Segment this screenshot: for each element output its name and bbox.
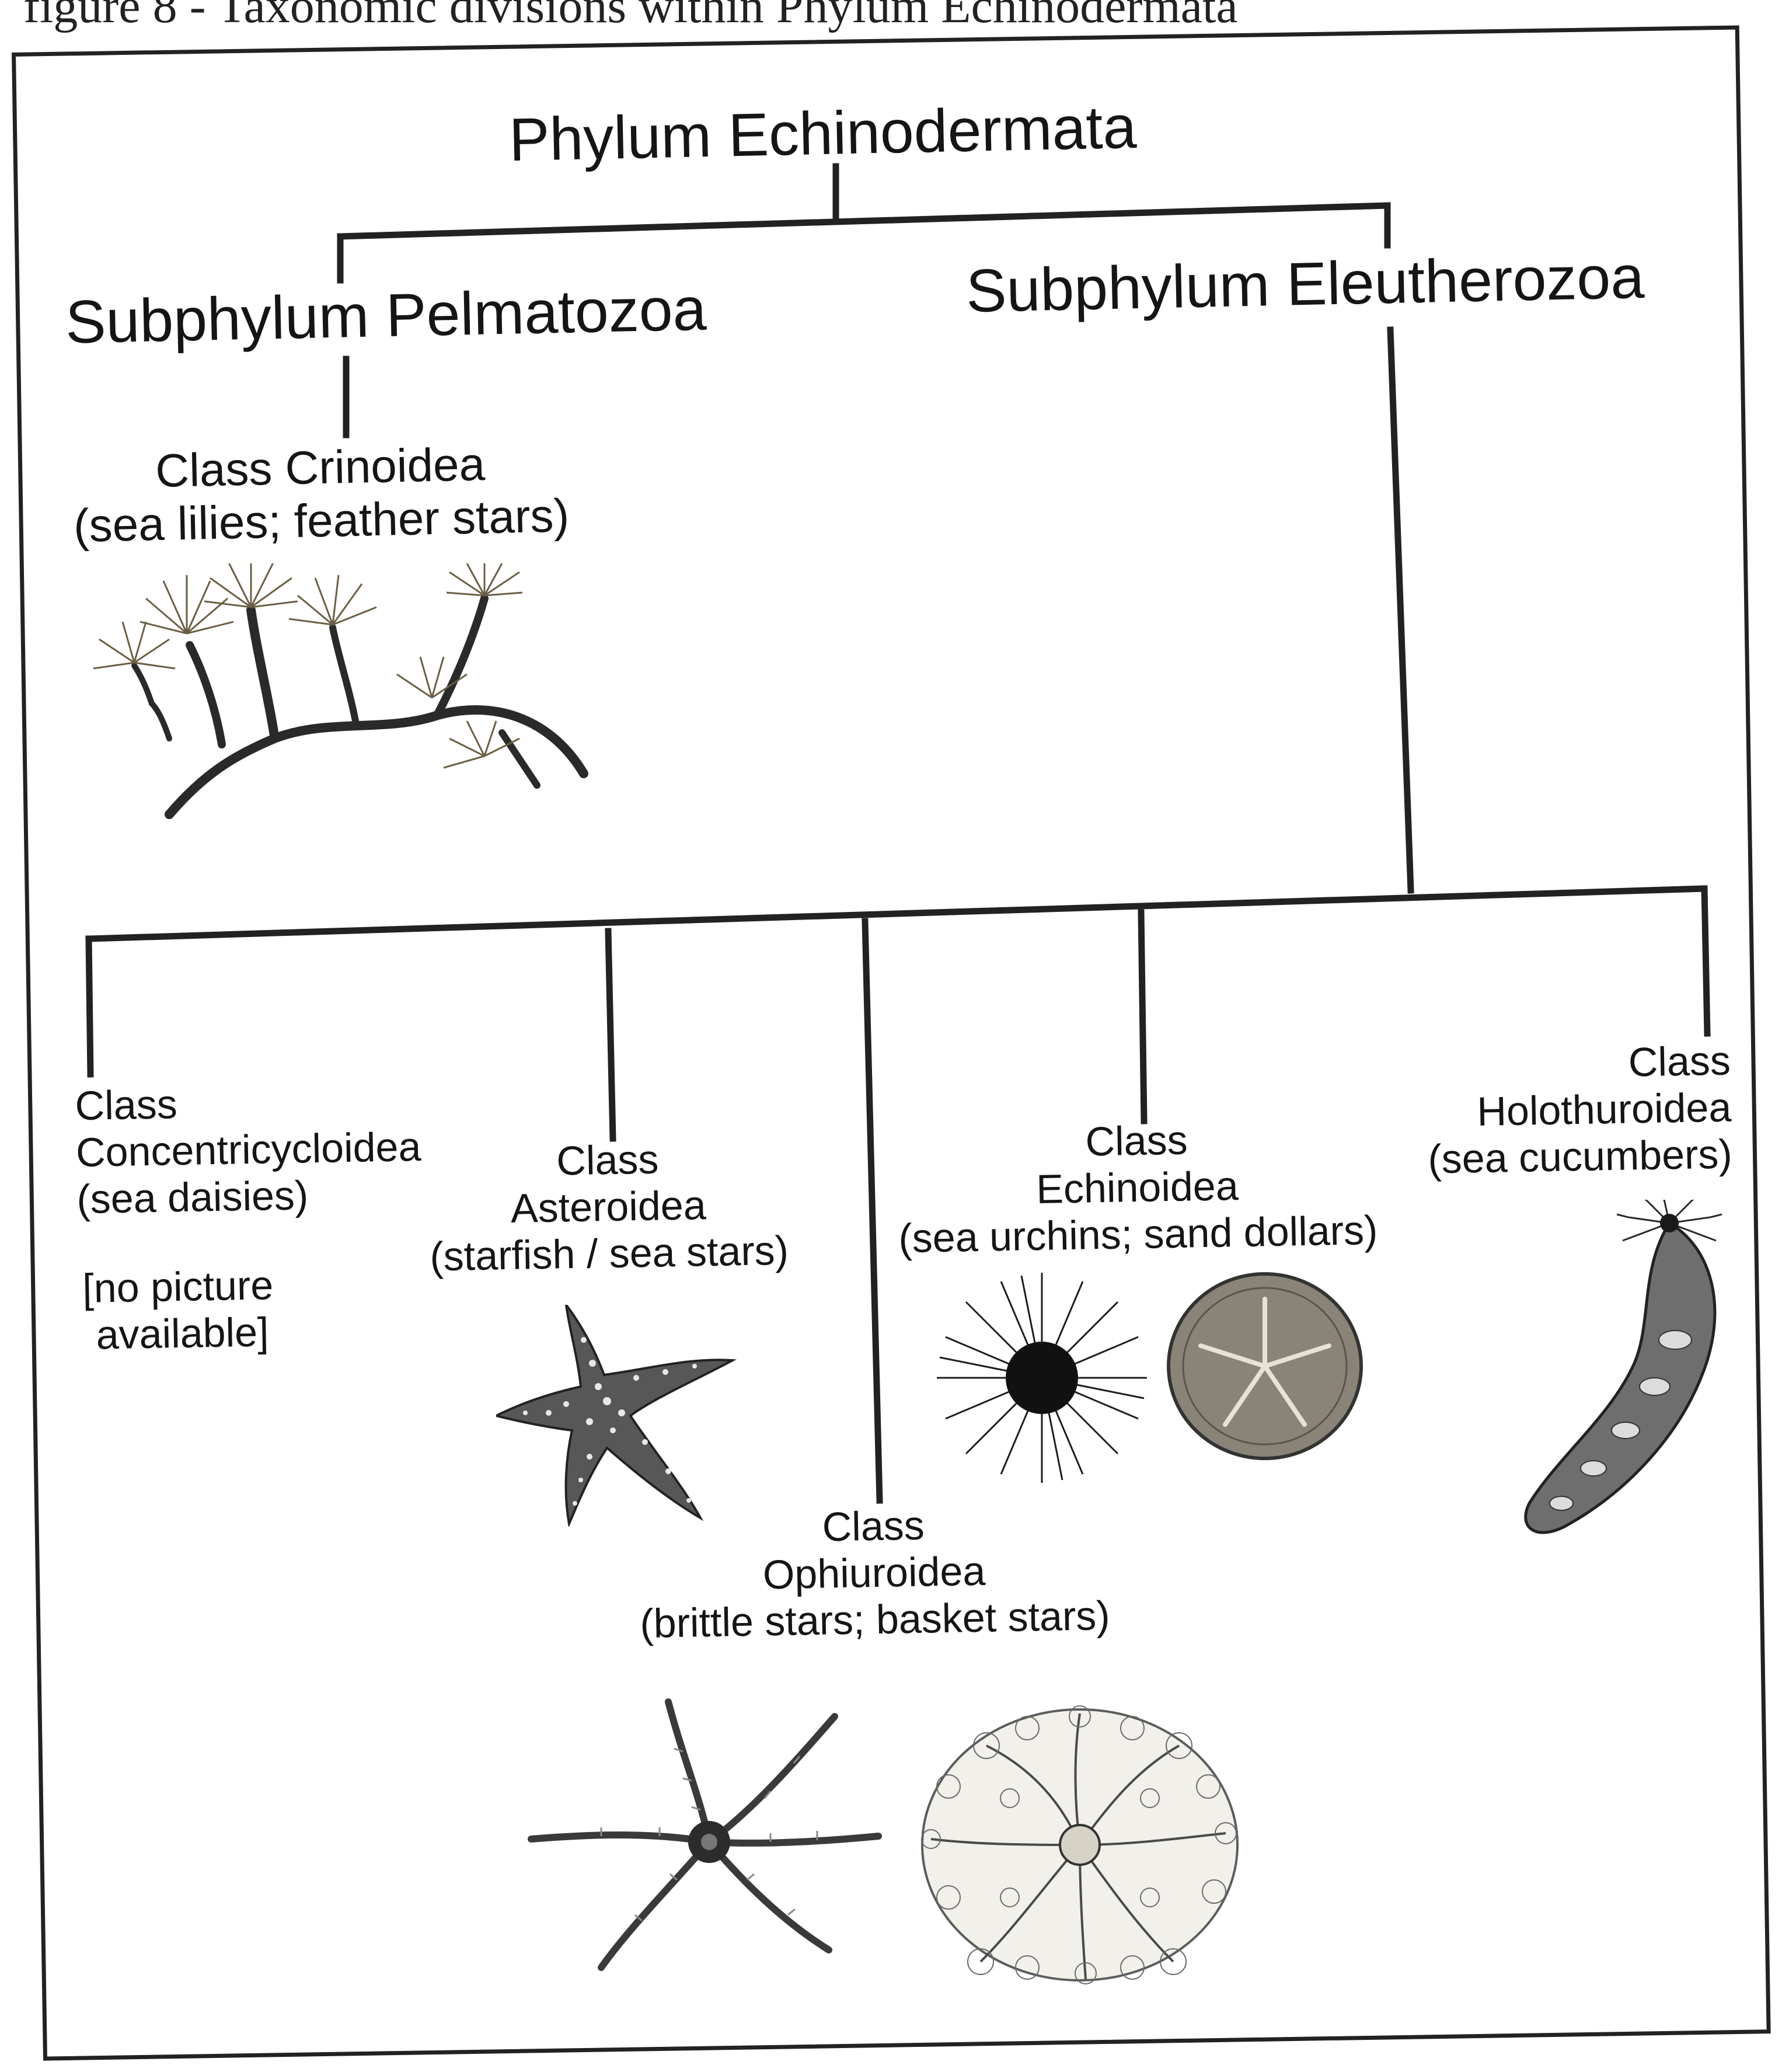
holothuroidea-name: Holothuroidea xyxy=(1427,1084,1732,1136)
asteroidea-class-word: Class xyxy=(428,1134,787,1188)
connector-holothuroidea xyxy=(1704,889,1707,1033)
crinoidea-common-name: (sea lilies; feather stars) xyxy=(73,489,570,552)
connector-echinoidea xyxy=(1141,913,1144,1121)
echinoidea-class-word: Class xyxy=(897,1114,1376,1169)
subphylum-eleutherozoa-label: Subphylum Eleutherozoa xyxy=(965,243,1645,326)
asteroidea-name: Asteroidea xyxy=(428,1180,788,1234)
concentricycloidea-common-name: (sea daisies) xyxy=(76,1170,423,1223)
connector-asteroidea xyxy=(608,931,613,1138)
ophiuroidea-common-name: (brittle stars; basket stars) xyxy=(640,1593,1110,1648)
connector-concentricycloidea xyxy=(89,939,90,1074)
connector-eleutherozoa-trunk xyxy=(1390,330,1411,890)
concentricycloidea-class-word: Class xyxy=(75,1077,421,1130)
no-picture-note-line1: [no picture xyxy=(82,1262,274,1312)
class-holothuroidea-label: Class Holothuroidea (sea cucumbers) xyxy=(1426,1037,1732,1182)
starfish-illustration xyxy=(496,1305,741,1527)
sea-cucumber-illustration xyxy=(1512,1200,1745,1544)
class-concentricycloidea-label: Class Concentricycloidea (sea daisies) xyxy=(75,1077,423,1223)
no-picture-note-line2: available] xyxy=(83,1309,274,1359)
connector-ophiuroidea xyxy=(865,921,880,1500)
concentricycloidea-name: Concentricycloidea xyxy=(75,1124,421,1176)
sand-dollar-illustration xyxy=(1164,1270,1366,1462)
class-echinoidea-label: Class Echinoidea (sea urchins; sand doll… xyxy=(897,1114,1378,1262)
echinoidea-common-name: (sea urchins; sand dollars) xyxy=(898,1207,1378,1262)
crinoid-illustration xyxy=(82,563,595,820)
no-picture-note: [no picture available] xyxy=(82,1262,275,1359)
asteroidea-common-name: (starfish / sea stars) xyxy=(430,1227,789,1280)
connector-subphyla-bar xyxy=(340,206,1387,236)
subphylum-pelmatozoa-label: Subphylum Pelmatozoa xyxy=(65,275,707,358)
ophiuroidea-name: Ophiuroidea xyxy=(639,1546,1109,1601)
class-crinoidea-label: Class Crinoidea (sea lilies; feather sta… xyxy=(72,436,570,552)
basket-star-illustration xyxy=(916,1705,1243,1985)
crinoidea-name: Class Crinoidea xyxy=(72,436,569,499)
sea-urchin-illustration xyxy=(934,1270,1150,1486)
echinoidea-name: Echinoidea xyxy=(897,1161,1377,1216)
holothuroidea-common-name: (sea cucumbers) xyxy=(1428,1131,1733,1183)
class-asteroidea-label: Class Asteroidea (starfish / sea stars) xyxy=(428,1134,789,1280)
connector-classes-bar xyxy=(89,889,1704,939)
brittle-star-illustration xyxy=(525,1693,887,1973)
holothuroidea-class-word: Class xyxy=(1426,1037,1731,1089)
phylum-label: Phylum Echinodermata xyxy=(508,93,1137,175)
